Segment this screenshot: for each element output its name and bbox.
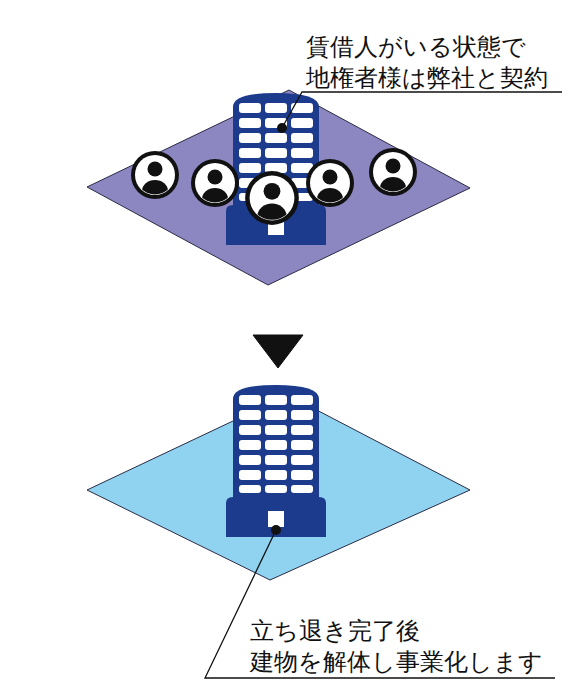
land-plot: [87, 90, 470, 285]
tenant-icon: [245, 171, 299, 228]
scene-node: 立ち退き完了後 建物を解体し事業化します: [85, 368, 565, 690]
leader-line: [282, 92, 562, 128]
scene-node: 賃借人がいる状態で 地権者様は弊社と契約: [85, 10, 565, 335]
callout-text: 立ち退き完了後 建物を解体し事業化します: [250, 616, 560, 678]
flow-arrow: [253, 335, 303, 368]
building-icon: [226, 385, 326, 537]
tenant-icon: [191, 159, 239, 210]
tenant-icon: [306, 159, 354, 210]
tenant-icon: [131, 151, 179, 202]
tenant-icon: [369, 148, 417, 199]
callout-text: 賃借人がいる状態で 地権者様は弊社と契約: [306, 32, 568, 94]
